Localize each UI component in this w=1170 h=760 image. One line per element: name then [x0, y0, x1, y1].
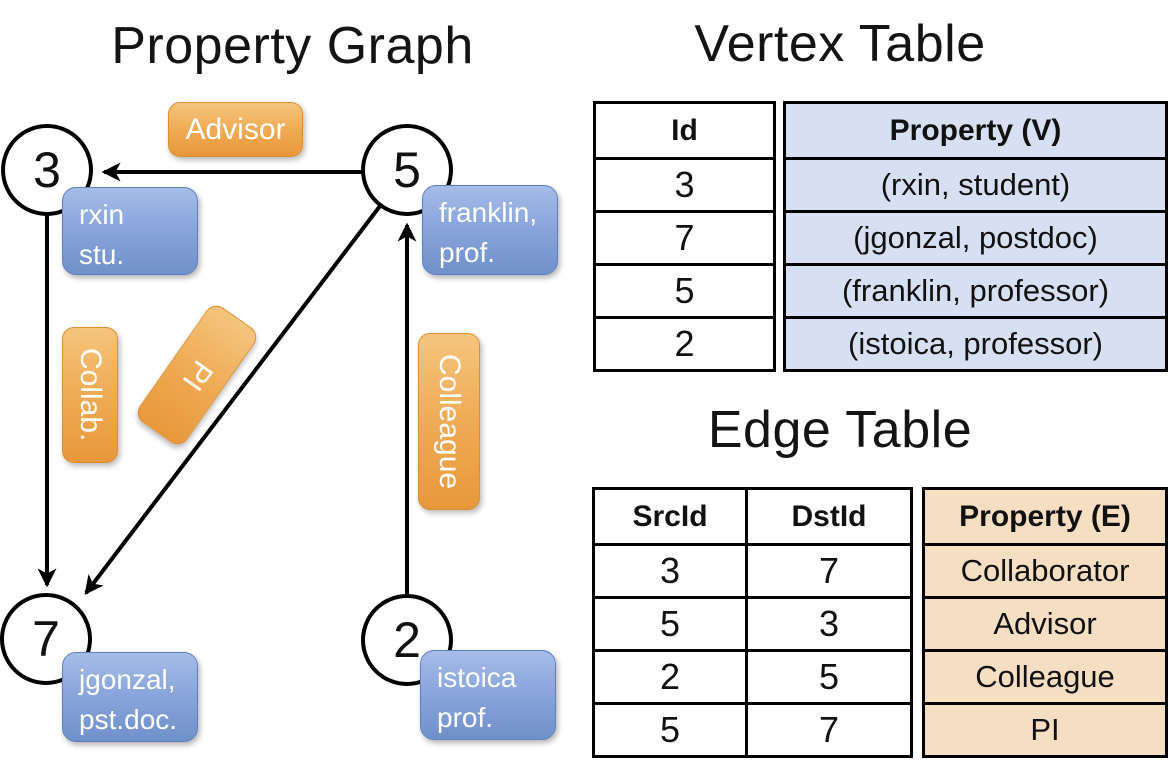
vertex-property-card-rxin: rxin stu. — [62, 187, 198, 275]
vertex-property-line: stu. — [79, 238, 125, 270]
table-cell: (jgonzal, postdoc) — [786, 210, 1165, 263]
vertex-table-header-property: Property (V) — [786, 104, 1165, 157]
table-cell: 7 — [745, 543, 910, 596]
table-cell: 2 — [595, 649, 745, 702]
vertex-property-line: rxin — [79, 199, 125, 230]
vertex-id-label: 7 — [32, 611, 60, 667]
table-cell: 2 — [596, 316, 773, 369]
table-cell: (istoica, professor) — [786, 316, 1165, 369]
vertex-id-label: 3 — [33, 142, 61, 198]
vertex-circle-2: 2 — [361, 594, 453, 686]
graph-edges-canvas — [37, 162, 417, 595]
vertex-property-line: pst.doc. — [79, 703, 178, 735]
table-cell: 5 — [745, 649, 910, 702]
table-cell: 3 — [745, 596, 910, 649]
edge-line-5-to-7 — [84, 204, 382, 595]
table-cell: 3 — [596, 157, 773, 210]
table-cell: (rxin, student) — [786, 157, 1165, 210]
property-graph-title: Property Graph — [111, 17, 474, 75]
table-cell: 5 — [595, 596, 745, 649]
table-cell: 3 — [595, 543, 745, 596]
edge-table-title: Edge Table — [707, 401, 973, 459]
edge-table-property-column: Property (E) Collaborator Advisor Collea… — [922, 487, 1168, 758]
vertex-property-line: prof. — [439, 236, 496, 268]
vertex-property-card-jgonzal: jgonzal, pst.doc. — [62, 652, 198, 742]
vertex-table-title: Vertex Table — [694, 15, 986, 73]
edge-label-advisor: Advisor — [168, 102, 303, 157]
vertex-property-line: prof. — [437, 701, 494, 733]
vertex-circle-5: 5 — [361, 124, 453, 216]
edge-table-id-columns: SrcId DstId 3 7 5 3 2 5 5 7 — [592, 487, 913, 758]
vertex-id-label: 2 — [393, 612, 421, 668]
edge-table-header-dstid: DstId — [745, 490, 910, 543]
edge-label-colleague: Colleague — [418, 333, 480, 510]
vertex-property-line: jgonzal, — [79, 664, 176, 695]
table-cell: 7 — [596, 210, 773, 263]
edge-label-collab: Collab. — [62, 327, 118, 463]
edge-table-header-srcid: SrcId — [632, 499, 708, 533]
vertex-table-property-column: Property (V) (rxin, student) (jgonzal, p… — [783, 101, 1168, 372]
table-cell: Colleague — [925, 649, 1165, 702]
vertex-property-line: istoica — [437, 662, 517, 693]
vertex-table-id-column: Id 3 7 5 2 — [593, 101, 776, 372]
edge-table-header-property: Property (E) — [925, 490, 1165, 543]
table-cell: 7 — [745, 702, 910, 755]
vertex-id-label: 5 — [393, 142, 421, 198]
vertex-property-card-franklin: franklin, prof. — [422, 185, 558, 275]
vertex-table-header-id: Id — [671, 113, 698, 147]
table-cell: 5 — [596, 263, 773, 316]
table-cell: (franklin, professor) — [786, 263, 1165, 316]
table-cell: 5 — [595, 702, 745, 755]
vertex-property-line: franklin, — [439, 197, 538, 228]
vertex-property-card-istoica: istoica prof. — [420, 650, 556, 740]
table-cell: PI — [925, 702, 1165, 755]
table-cell: Collaborator — [925, 543, 1165, 596]
table-cell: Advisor — [925, 596, 1165, 649]
